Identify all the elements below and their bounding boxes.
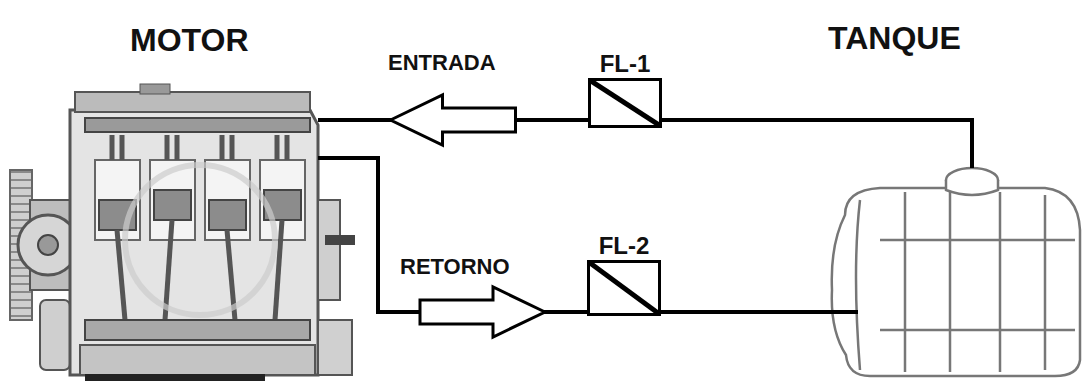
tank-node: TANQUE	[858, 168, 1080, 378]
node-heading: MOTOR	[130, 22, 249, 59]
filter-node: FL-1	[588, 50, 662, 128]
engine-illustration	[10, 84, 355, 381]
engine-node: MOTOR	[10, 88, 318, 378]
pipe-line	[318, 158, 587, 312]
pipe-line	[661, 310, 858, 314]
pipe-connector	[661, 312, 858, 313]
flow-arrow	[420, 287, 545, 337]
filter-node: FL-2	[587, 232, 661, 316]
filter-label: FL-1	[588, 50, 662, 78]
node-heading: TANQUE	[828, 20, 961, 57]
tank-illustration	[832, 168, 1080, 376]
pipe-line	[662, 120, 972, 168]
flow-label: RETORNO	[398, 254, 512, 280]
flow-arrow	[391, 95, 516, 145]
filter-symbol	[588, 78, 662, 128]
filter-symbol	[587, 260, 661, 316]
flow-label: ENTRADA	[386, 50, 498, 76]
pipe-connector	[318, 95, 588, 145]
filter-label: FL-2	[587, 232, 661, 260]
pipe-connector	[318, 158, 587, 337]
pipe-connector	[662, 120, 972, 168]
